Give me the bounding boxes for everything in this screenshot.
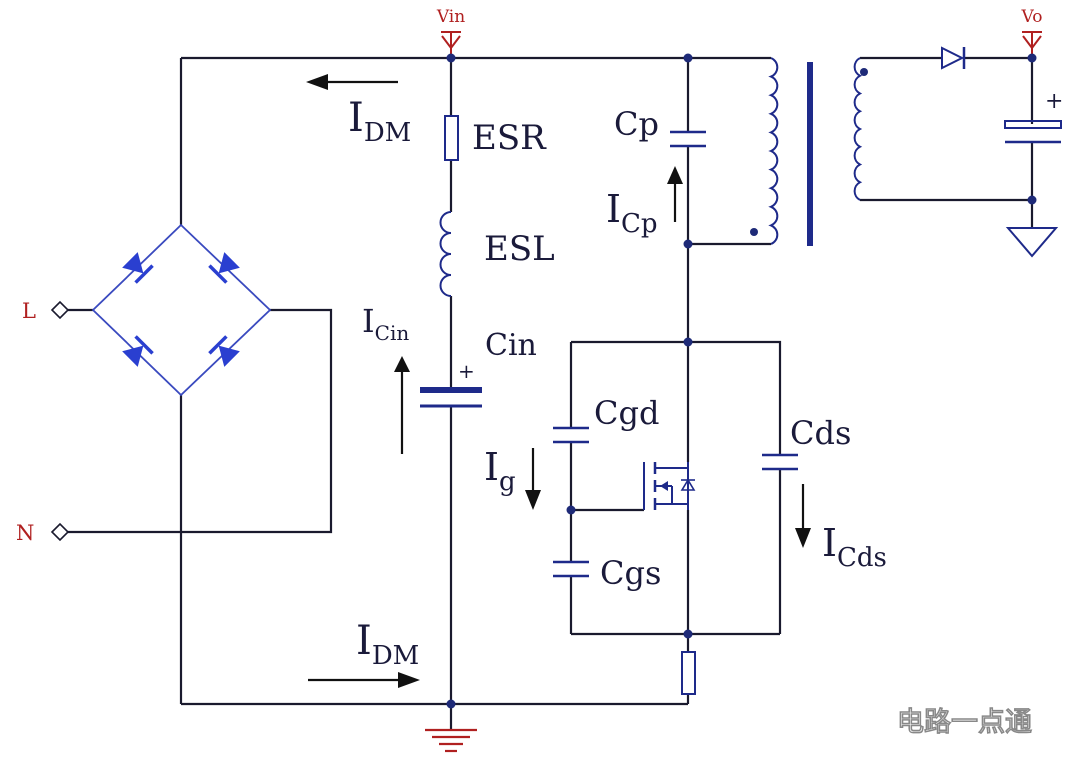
terminal-l — [50, 300, 70, 320]
sense-resistor-icon — [681, 651, 696, 695]
primary-dot-marker — [750, 228, 758, 236]
idm-top-label: IDM — [348, 95, 411, 148]
vin-label: Vin — [436, 7, 465, 27]
esr-label: ESR — [472, 118, 547, 158]
idm-bottom-label: IDM — [356, 618, 419, 671]
icds-label: ICds — [822, 521, 887, 573]
watermark: 电路一点通 — [858, 706, 1032, 738]
icp-arrow-up-icon — [667, 166, 683, 222]
cin-capacitor-icon — [420, 387, 482, 408]
ig-label: Ig — [484, 445, 516, 497]
esr-resistor-icon — [444, 115, 459, 161]
wires — [68, 56, 1034, 730]
output-capacitor-icon — [1004, 120, 1062, 144]
output-cap-plus-sign: + — [1045, 89, 1063, 114]
vo-label: Vo — [1021, 7, 1043, 27]
icin-arrow-up-icon — [394, 356, 410, 454]
output-ground-icon — [1005, 227, 1059, 258]
icds-arrow-down-icon — [795, 484, 811, 548]
cgd-capacitor-icon — [553, 426, 589, 444]
cin-label: Cin — [485, 328, 537, 363]
ig-arrow-down-icon — [525, 448, 541, 510]
junction-nodes — [446, 53, 1037, 709]
cds-capacitor-icon — [762, 453, 798, 471]
wechat-logo-icon — [858, 706, 896, 736]
bridge-rectifier — [91, 223, 272, 397]
terminal-n — [50, 522, 70, 542]
icin-label: ICin — [362, 302, 409, 345]
secondary-dot-marker — [860, 68, 868, 76]
idm-top-arrow-left-icon — [306, 74, 398, 90]
cgs-label: Cgs — [600, 554, 661, 592]
cgd-label: Cgd — [594, 394, 659, 432]
esl-inductor-icon — [439, 211, 452, 297]
transformer-core-icon — [807, 62, 813, 246]
transformer-secondary-winding-icon — [853, 57, 863, 201]
terminal-l-label: L — [22, 299, 36, 323]
cp-label: Cp — [614, 105, 659, 143]
diode-icon — [122, 252, 154, 284]
ground-icon — [425, 728, 477, 753]
cin-plus-sign: + — [458, 359, 475, 383]
cp-capacitor-icon — [670, 130, 706, 148]
icp-label: ICp — [606, 187, 658, 239]
transformer-primary-winding-icon — [768, 57, 779, 245]
watermark-text: 电路一点通 — [897, 706, 1032, 738]
diode-icon — [122, 335, 154, 367]
diode-icon — [208, 252, 240, 284]
terminal-n-label: N — [16, 521, 34, 545]
diode-icon — [208, 335, 240, 367]
esl-label: ESL — [484, 229, 555, 269]
cds-label: Cds — [790, 414, 851, 452]
mosfet-icon — [643, 462, 696, 510]
cgs-capacitor-icon — [553, 560, 589, 578]
output-diode-icon — [941, 46, 966, 70]
idm-bottom-arrow-right-icon — [308, 672, 420, 688]
